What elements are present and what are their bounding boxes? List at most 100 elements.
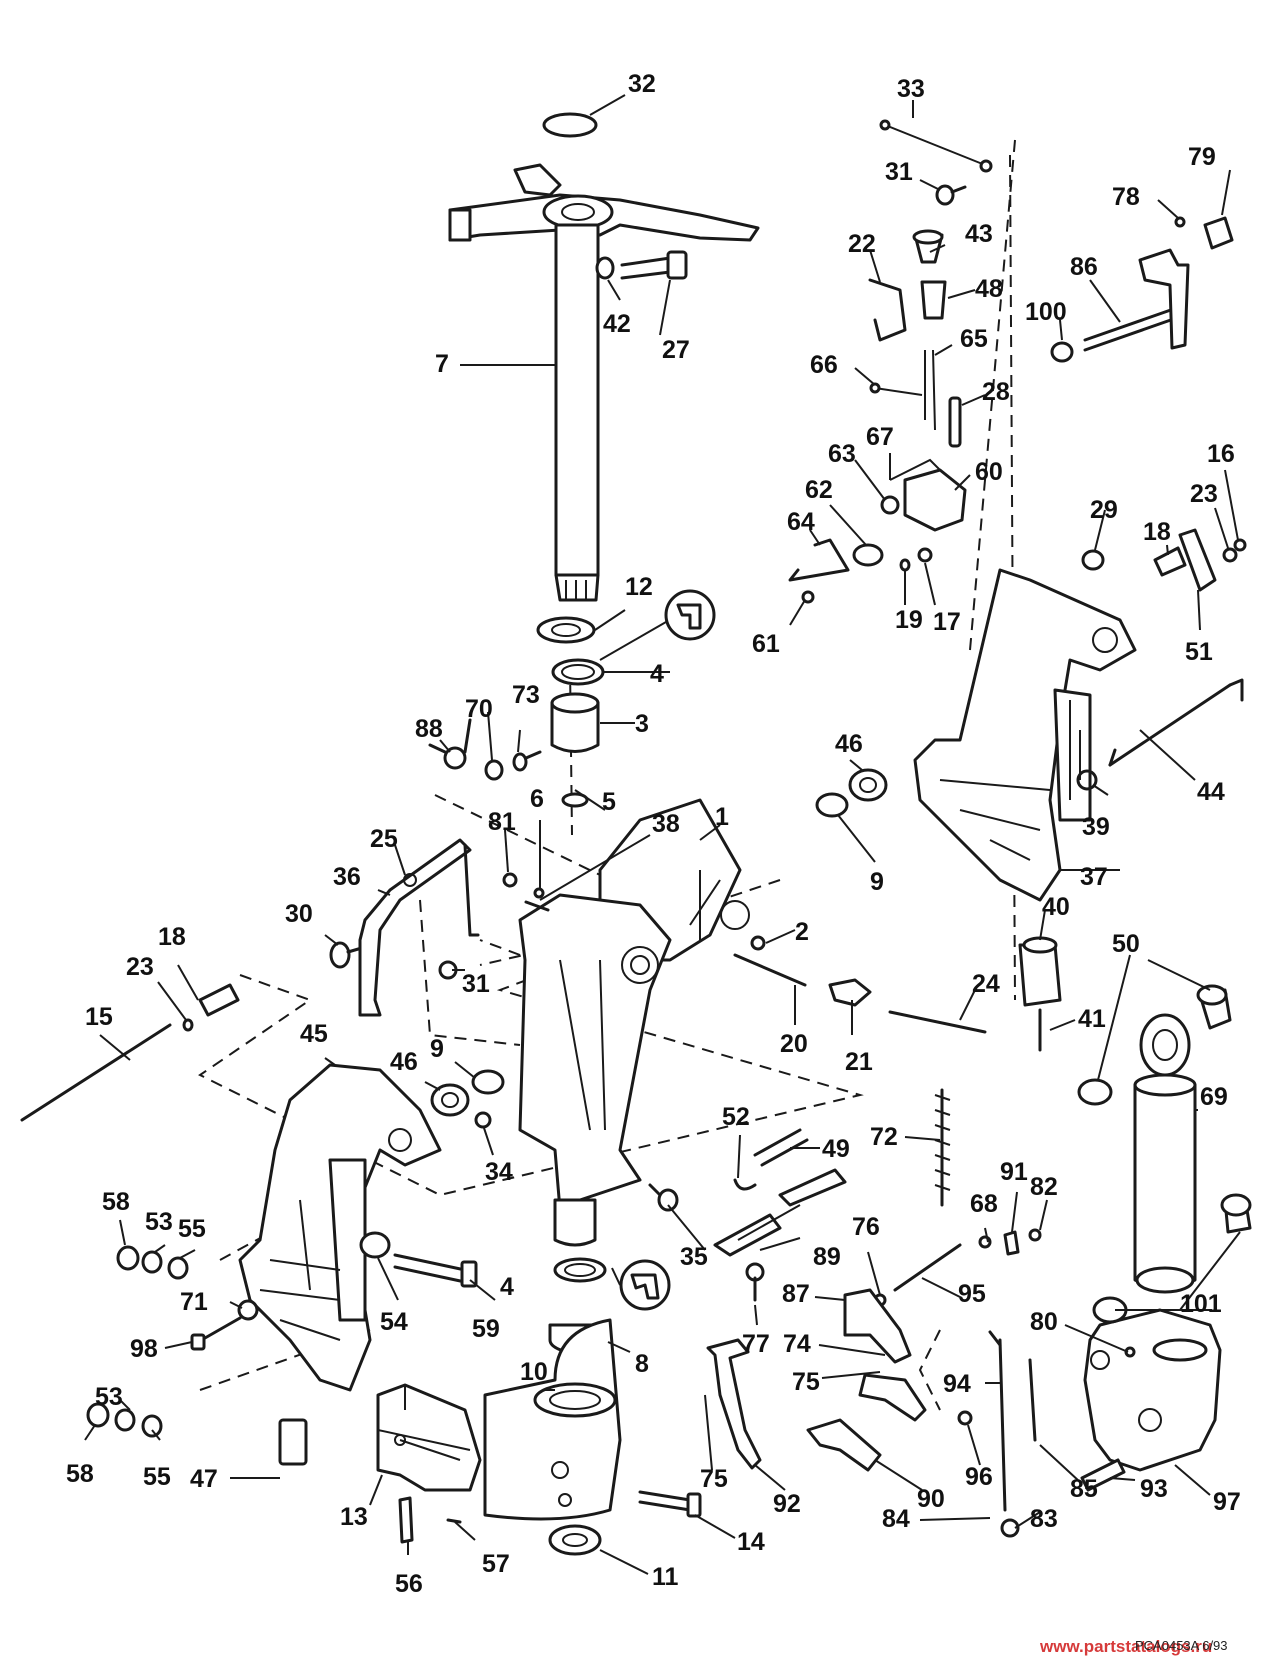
tilt-lock-block xyxy=(376,1383,482,1492)
callout-label: 2 xyxy=(795,918,809,946)
callout-label: 46 xyxy=(835,730,863,758)
screw-57 xyxy=(446,1518,462,1524)
callout-label: 45 xyxy=(300,1020,328,1048)
callout-label: 15 xyxy=(85,1003,113,1031)
callout-label: 56 xyxy=(395,1570,423,1598)
callout-label: 41 xyxy=(1078,1005,1106,1033)
callout-label: 75 xyxy=(700,1465,728,1493)
callout-label: 16 xyxy=(1207,440,1235,468)
callout-label: 92 xyxy=(773,1490,801,1518)
callout-label: 43 xyxy=(965,220,993,248)
callout-label: 4 xyxy=(650,660,664,688)
callout-label: 73 xyxy=(512,681,540,709)
callout-label: 32 xyxy=(628,70,656,98)
bolt-27-washer-42 xyxy=(595,250,688,280)
callout-label: 36 xyxy=(333,863,361,891)
cap-part xyxy=(542,112,598,138)
callout-label: 47 xyxy=(190,1465,218,1493)
callout-label: 9 xyxy=(870,868,884,896)
callout-label: 93 xyxy=(1140,1475,1168,1503)
callout-label: 64 xyxy=(787,508,815,536)
callout-label: 69 xyxy=(1200,1083,1228,1111)
callout-label: 59 xyxy=(472,1315,500,1343)
callout-label: 66 xyxy=(810,351,838,379)
clip-part xyxy=(398,1496,414,1544)
callout-label: 23 xyxy=(126,953,154,981)
callout-label: 70 xyxy=(465,695,493,723)
callout-label: 58 xyxy=(66,1460,94,1488)
callout-label: 86 xyxy=(1070,253,1098,281)
swivel-bracket xyxy=(518,798,750,1247)
callout-label: 22 xyxy=(848,230,876,258)
callout-label: 58 xyxy=(102,1188,130,1216)
callout-label: 54 xyxy=(380,1308,408,1336)
watermark-text: www.partstatalogs.ru xyxy=(1039,1637,1212,1656)
callout-label: 18 xyxy=(158,923,186,951)
tilt-cylinder xyxy=(1133,1013,1197,1294)
callout-label: 83 xyxy=(1030,1505,1058,1533)
callout-label: 71 xyxy=(180,1288,208,1316)
callout-label: 52 xyxy=(722,1103,750,1131)
callout-label: 31 xyxy=(462,970,490,998)
cylinder-bushings xyxy=(1077,984,1252,1324)
callout-label: 49 xyxy=(822,1135,850,1163)
bolt-14 xyxy=(638,1490,702,1518)
steering-arm-and-tube xyxy=(448,163,760,602)
callout-label: 96 xyxy=(965,1463,993,1491)
callout-label: 44 xyxy=(1197,778,1225,806)
callout-label: 24 xyxy=(972,970,1000,998)
callout-label: 76 xyxy=(852,1213,880,1241)
callout-label: 84 xyxy=(882,1505,910,1533)
callout-label: 77 xyxy=(742,1330,770,1358)
callout-label: 74 xyxy=(783,1330,811,1358)
callout-label: 4 xyxy=(500,1273,514,1301)
callout-label: 95 xyxy=(958,1280,986,1308)
callout-label: 21 xyxy=(845,1048,873,1076)
callout-label: 87 xyxy=(782,1280,810,1308)
callout-label: 11 xyxy=(652,1563,679,1591)
seal-detail-badge-upper xyxy=(599,589,716,661)
callout-label: 60 xyxy=(975,458,1003,486)
callout-label: 100 xyxy=(1025,298,1067,326)
callout-label: 61 xyxy=(752,630,780,658)
callout-label: 48 xyxy=(975,275,1003,303)
callout-label: 33 xyxy=(897,75,925,103)
callout-label: 1 xyxy=(715,803,729,831)
callout-label: 65 xyxy=(960,325,988,353)
callout-label: 98 xyxy=(130,1335,158,1363)
callout-label: 28 xyxy=(982,378,1010,406)
callout-label: 63 xyxy=(828,440,856,468)
callout-label: 7 xyxy=(435,350,449,378)
callout-label: 97 xyxy=(1213,1488,1241,1516)
left-hardware xyxy=(20,718,550,1438)
callout-label: 38 xyxy=(652,810,680,838)
callout-label: 51 xyxy=(1185,638,1213,666)
callout-label: 89 xyxy=(813,1243,841,1271)
callout-label: 57 xyxy=(482,1550,510,1578)
callout-label: 80 xyxy=(1030,1308,1058,1336)
callout-label: 62 xyxy=(805,476,833,504)
callout-label: 14 xyxy=(737,1528,765,1556)
right-hardware xyxy=(648,119,1247,1538)
callout-label: 50 xyxy=(1112,930,1140,958)
callout-label: 19 xyxy=(895,606,923,634)
callout-label: 9 xyxy=(430,1035,444,1063)
callout-label: 40 xyxy=(1042,893,1070,921)
callout-label: 34 xyxy=(485,1158,513,1186)
callout-label: 35 xyxy=(680,1243,708,1271)
callout-label: 55 xyxy=(143,1463,171,1491)
lower-collar xyxy=(483,1318,622,1521)
callout-label: 75 xyxy=(792,1368,820,1396)
callout-label: 42 xyxy=(603,310,631,338)
callout-label: 68 xyxy=(970,1190,998,1218)
callout-label: 5 xyxy=(602,788,616,816)
callout-labels: 32 33 31 79 78 43 22 48 86 100 65 66 27 … xyxy=(66,70,1241,1598)
callout-label: 79 xyxy=(1188,143,1216,171)
callout-label: 46 xyxy=(390,1048,418,1076)
callout-label: 17 xyxy=(933,608,961,636)
seal-detail-badge-lower xyxy=(611,1259,671,1311)
drawing-code: PCA0453A 6/93 xyxy=(1135,1638,1228,1653)
callout-label: 82 xyxy=(1030,1173,1058,1201)
callout-label: 39 xyxy=(1082,813,1110,841)
